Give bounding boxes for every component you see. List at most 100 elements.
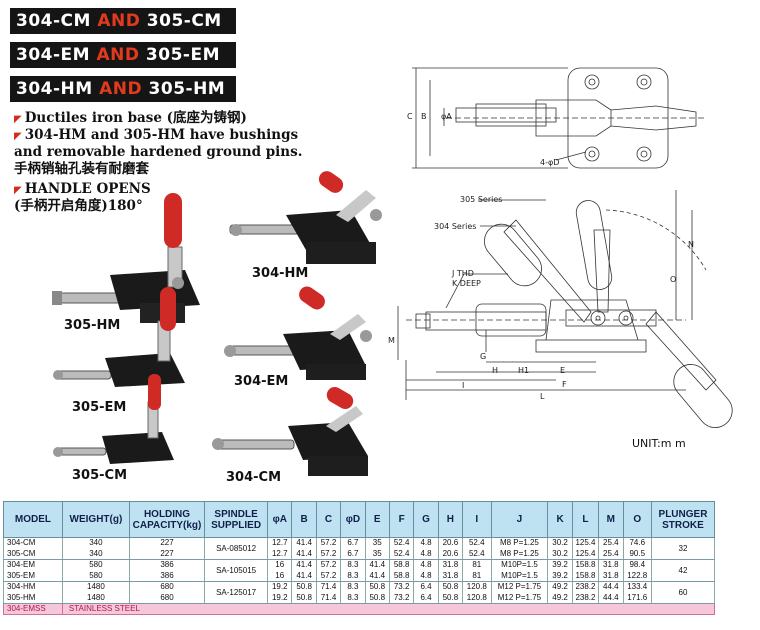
table-cell: 8.3 (340, 581, 366, 593)
col-header: M (598, 501, 624, 538)
table-cell: 6.7 (340, 548, 366, 560)
col-header: I (462, 501, 492, 538)
dim-label-f: F (562, 380, 567, 389)
table-cell: 81 (462, 559, 492, 571)
banner-and: AND (96, 45, 140, 65)
table-cell: 238.2 (571, 592, 600, 604)
table-cell: 340 (61, 548, 130, 560)
table-cell: 49.2 (547, 592, 573, 604)
dim-label-c: C (407, 112, 413, 121)
dim-label-i: I (462, 381, 465, 390)
dim-label-n: N (688, 240, 694, 249)
table-cell: 58.8 (388, 570, 415, 582)
table-header-row: MODEL WEIGHT(g) HOLDING CAPACITY(kg) SPI… (3, 501, 716, 538)
feature-base: ◤Ductiles iron base (底座为铸钢) (14, 110, 247, 126)
banner-left: 304-HM (16, 79, 93, 99)
table-cell: M12 P=1.75 (490, 581, 549, 593)
dim-label-h: H (492, 366, 499, 375)
col-header: φA (267, 501, 293, 538)
col-header: J (490, 501, 549, 538)
title-banner-cm: 304-CM AND 305-CM (10, 8, 236, 34)
feature-angle: (手柄开启角度)180° (14, 198, 143, 214)
table-cell: 52.4 (388, 537, 415, 549)
table-cell: 580 (61, 570, 130, 582)
table-cell: 73.2 (388, 581, 415, 593)
dim-label-e: E (560, 366, 566, 375)
table-cell: 304-HM (3, 581, 63, 593)
table-cell: 35 (364, 548, 390, 560)
table-cell: 25.4 (598, 548, 624, 560)
table-cell: 52.4 (462, 537, 492, 549)
table-cell: 49.2 (547, 581, 573, 593)
banner-right: 305-HM (148, 79, 226, 99)
table-cell: 57.2 (315, 559, 342, 571)
table-cell: 6.7 (340, 537, 366, 549)
col-header: C (315, 501, 342, 538)
banner-and: AND (99, 79, 143, 99)
photo-304-hm (229, 171, 382, 264)
table-cell: 305-EM (3, 570, 63, 582)
table-cell: 171.6 (622, 592, 652, 604)
table-cell: 31.8 (437, 559, 464, 571)
table-cell: 60 (650, 581, 716, 604)
photo-label-304-cm: 304-CM (226, 470, 282, 485)
col-header: G (413, 501, 439, 538)
table-cell: 44.4 (598, 592, 624, 604)
table-cell: 305-HM (3, 592, 63, 604)
table-cell: 16 (267, 570, 293, 582)
table-cell: 57.2 (315, 570, 342, 582)
dim-label-m: M (388, 336, 395, 345)
table-cell: 20.6 (437, 548, 464, 560)
col-header: HOLDING CAPACITY(kg) (128, 501, 206, 538)
table-cell: 31.8 (437, 570, 464, 582)
col-header: E (364, 501, 390, 538)
table-cell: SA-105015 (204, 559, 269, 582)
dim-label-g: G (480, 352, 487, 361)
bullet-triangle-icon: ◤ (14, 185, 22, 196)
photo-304-em (224, 286, 372, 380)
table-cell: 20.6 (437, 537, 464, 549)
dim-label-phia: φA (441, 112, 452, 121)
col-header: B (291, 501, 317, 538)
table-cell: M8 P=1.25 (490, 548, 549, 560)
table-cell: 680 (128, 592, 206, 604)
table-cell: 19.2 (267, 592, 293, 604)
table-cell: SA-125017 (204, 581, 269, 604)
feature-pins-cn: 手柄销轴孔装有耐磨套 (14, 161, 149, 177)
photo-label-305-cm: 305-CM (72, 468, 128, 483)
col-header: O (622, 501, 652, 538)
table-cell: 44.4 (598, 581, 624, 593)
banner-right: 305-CM (146, 11, 222, 31)
dim-label-o: O (670, 275, 677, 284)
table-cell: 1480 (61, 581, 130, 593)
table-cell: 98.4 (622, 559, 652, 571)
table-cell: 12.7 (267, 537, 293, 549)
table-cell: 41.4 (291, 537, 317, 549)
table-cell: 16 (267, 559, 293, 571)
photo-label-305-em: 305-EM (72, 400, 127, 415)
col-header: PLUNGER STROKE (650, 501, 716, 538)
col-header: φD (340, 501, 366, 538)
table-cell: 41.4 (291, 570, 317, 582)
table-cell: 227 (128, 537, 206, 549)
col-header: L (571, 501, 600, 538)
table-cell: 120.8 (462, 581, 492, 593)
table-cell: 4.8 (413, 548, 439, 560)
table-cell: 19.2 (267, 581, 293, 593)
col-header: F (388, 501, 415, 538)
table-cell: M8 P=1.25 (490, 537, 549, 549)
table-cell: 71.4 (315, 592, 342, 604)
table-cell: M12 P=1.75 (490, 592, 549, 604)
table-cell: 50.8 (364, 592, 390, 604)
spec-table: MODEL WEIGHT(g) HOLDING CAPACITY(kg) SPI… (3, 501, 716, 615)
table-cell: STAINLESS STEEL (61, 603, 716, 615)
table-cell: SA-085012 (204, 537, 269, 560)
table-cell: 31.8 (598, 559, 624, 571)
table-cell: 52.4 (388, 548, 415, 560)
series-304-label: 304 Series (434, 222, 477, 231)
photo-label-304-em: 304-EM (234, 374, 289, 389)
table-cell: 304-EMSS (3, 603, 63, 615)
